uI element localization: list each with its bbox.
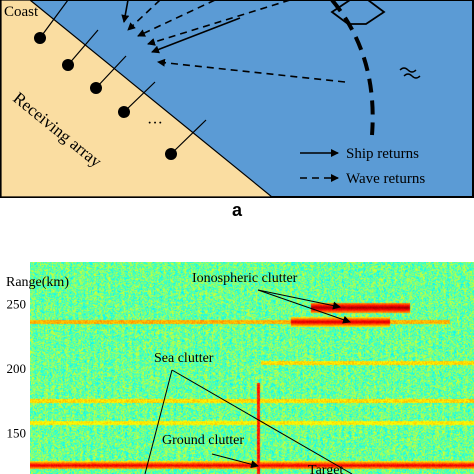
y-axis-ticks: 250 200 150 bbox=[7, 296, 27, 440]
legend-ship-label: Ship returns bbox=[346, 146, 419, 162]
panel-label-a: a bbox=[231, 200, 242, 220]
legend-wave-label: Wave returns bbox=[346, 171, 425, 187]
panel-a-diagram: ··· Coast Receiving array Ship bbox=[0, 0, 474, 198]
land-area bbox=[0, 0, 274, 198]
y-tick-label: 200 bbox=[7, 361, 27, 376]
array-element bbox=[62, 59, 74, 71]
wave-return-arrow bbox=[157, 58, 346, 83]
ground-clutter-label: Ground clutter bbox=[162, 433, 244, 448]
y-axis-title: Range(km) bbox=[6, 275, 69, 290]
array-elements bbox=[34, 32, 177, 160]
ionospheric-clutter-label: Ionospheric clutter bbox=[192, 271, 298, 286]
array-element bbox=[165, 148, 177, 160]
wave-return-arrow bbox=[147, 0, 291, 46]
ship-return-arrows bbox=[121, 0, 241, 54]
annotation-lines bbox=[144, 289, 353, 474]
wave-icon bbox=[399, 67, 421, 79]
sea-clutter-label: Sea clutter bbox=[154, 351, 214, 366]
range-arc bbox=[330, 0, 375, 136]
y-tick-label: 250 bbox=[7, 296, 27, 311]
array-element bbox=[34, 32, 46, 44]
target-label: Target bbox=[308, 463, 343, 474]
wave-return-arrow bbox=[137, 0, 216, 37]
receiving-array bbox=[39, 0, 207, 155]
clutter-heatmap-image bbox=[30, 262, 474, 474]
array-element bbox=[90, 82, 102, 94]
coast-label: Coast bbox=[4, 4, 39, 20]
ship-return-arrow bbox=[121, 0, 130, 23]
array-element bbox=[118, 106, 130, 118]
wave-return-arrows bbox=[127, 0, 346, 83]
y-tick-label: 150 bbox=[7, 426, 27, 441]
ship-icon bbox=[330, 0, 386, 25]
dots-label: ··· bbox=[147, 115, 163, 132]
wave-return-arrow bbox=[127, 0, 161, 31]
ship-return-arrow bbox=[151, 17, 241, 54]
legend: Ship returns Wave returns bbox=[300, 146, 425, 187]
